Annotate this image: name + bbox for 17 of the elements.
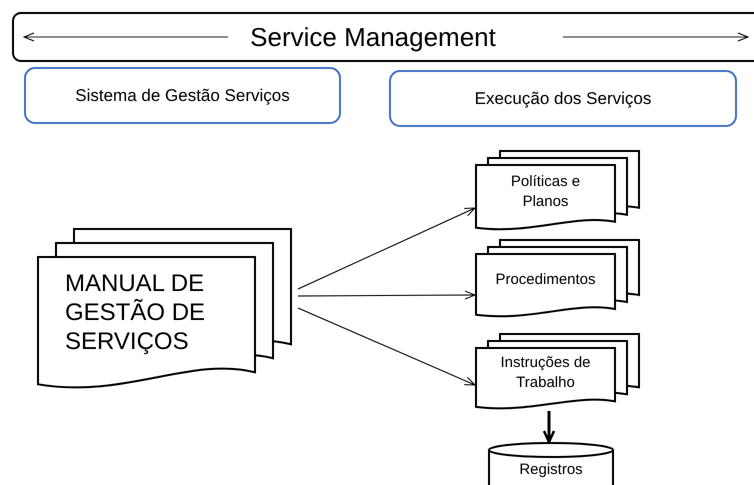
node-label: Registros bbox=[518, 461, 584, 478]
node-label: Sistema de Gestão Serviços bbox=[75, 86, 290, 106]
node-label: Instruções de Trabalho bbox=[499, 352, 592, 394]
document-stack bbox=[475, 333, 640, 411]
node-label: Execução dos Serviços bbox=[474, 88, 652, 108]
node-label: MANUAL DE GESTÃO DE SERVIÇOS bbox=[64, 269, 206, 357]
category-box bbox=[389, 70, 737, 127]
banner-box bbox=[12, 12, 754, 62]
arrow bbox=[298, 308, 476, 386]
database-cylinder bbox=[488, 442, 614, 485]
arrow bbox=[298, 290, 476, 300]
node-label: Procedimentos bbox=[494, 270, 597, 290]
category-box bbox=[24, 67, 341, 124]
document-stack bbox=[475, 239, 640, 319]
node-label: Políticas e Planos bbox=[510, 172, 582, 212]
arrow bbox=[298, 208, 476, 290]
document-stack bbox=[475, 150, 640, 232]
